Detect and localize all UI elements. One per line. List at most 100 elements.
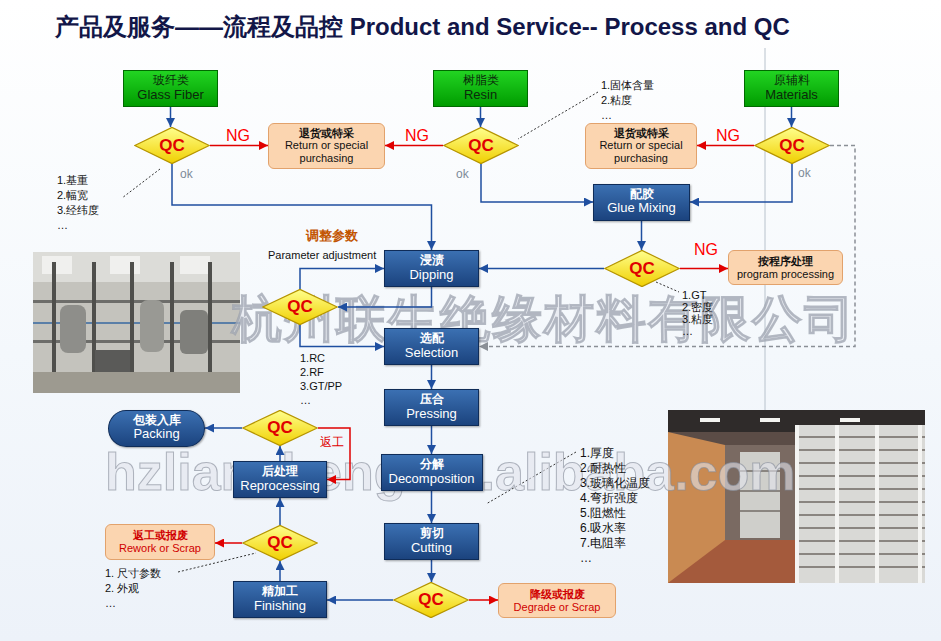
- node-text: Reprocessing: [239, 479, 321, 494]
- flow-arrow: [300, 269, 384, 290]
- node-content: 树脂类Resin: [439, 74, 522, 103]
- check-item: 2.耐热性: [580, 462, 626, 475]
- storage-photo-part: [795, 540, 925, 542]
- process-box: 浸渍Dipping: [384, 250, 479, 287]
- node-text: 配胶: [599, 188, 684, 202]
- flow-arrow: [697, 145, 754, 147]
- flow-arrow: [385, 145, 443, 147]
- process-box: 精加工Finishing: [233, 581, 327, 618]
- node-text: Materials: [750, 88, 833, 103]
- storage-photo-part: [835, 425, 839, 583]
- check-item: 2. 外观: [105, 582, 139, 594]
- factory-photo-part: [33, 372, 240, 393]
- factory-photo: [33, 252, 240, 393]
- node-content: QC: [262, 418, 298, 438]
- node-content: 按程序处理program processing: [735, 255, 836, 280]
- node-text: 按程序处理: [735, 255, 836, 268]
- note-text: Parameter adjustment: [268, 249, 376, 261]
- check-item: 3.经纬度: [57, 204, 99, 216]
- flow-arrow: [279, 446, 281, 461]
- storage-photo-part: [918, 425, 922, 583]
- node-text: 后处理: [239, 465, 321, 479]
- storage-photo-part: [795, 436, 925, 438]
- decision-diamond: QC: [443, 127, 519, 164]
- result-box: 退货或特采Return or special purchasing: [268, 123, 385, 169]
- factory-photo-part: [140, 300, 164, 352]
- terminal-box: 包装入库Packing: [108, 410, 205, 447]
- check-item: 1. 尺寸参数: [105, 567, 161, 579]
- status-note: ok: [798, 167, 811, 180]
- flow-arrow: [338, 287, 432, 307]
- check-item: 1.固体含量: [601, 79, 654, 91]
- storage-photo-part: [795, 566, 925, 568]
- node-text: QC: [413, 590, 449, 610]
- check-item: …: [601, 109, 612, 121]
- storage-photo-part: [795, 553, 925, 555]
- storage-photo-part: [700, 418, 720, 422]
- node-text: Selection: [390, 346, 473, 361]
- edge-label: NG: [716, 127, 740, 145]
- flow-arrow: [479, 146, 855, 347]
- factory-photo-part: [170, 262, 174, 372]
- node-content: 剪切Cutting: [390, 527, 473, 556]
- process-box: 压合Pressing: [384, 389, 479, 426]
- decision-diamond: QC: [604, 250, 680, 287]
- node-content: QC: [262, 533, 298, 553]
- flow-arrow: [205, 427, 242, 429]
- node-text: 压合: [390, 393, 473, 407]
- check-item: 7.电阻率: [580, 537, 626, 550]
- node-content: 退货或特采Return or special purchasing: [592, 127, 690, 165]
- flow-arrow: [327, 599, 393, 601]
- node-text: Degrade or Scrap: [505, 601, 609, 614]
- flow-arrow: [172, 164, 432, 250]
- edge-label: NG: [694, 241, 718, 259]
- factory-photo-part: [42, 256, 72, 274]
- edge-label: NG: [405, 127, 429, 145]
- node-content: 包装入库Packing: [114, 414, 199, 443]
- storage-photo-part: [875, 425, 879, 583]
- node-text: Pressing: [390, 407, 473, 422]
- node-text: QC: [282, 297, 318, 317]
- leader-lines-part: [122, 169, 160, 198]
- flow-arrow: [481, 164, 593, 202]
- node-content: 玻纤类Glass Fiber: [129, 74, 212, 103]
- factory-photo-part: [95, 350, 130, 372]
- node-text: Finishing: [239, 599, 321, 614]
- flow-arrow: [479, 268, 604, 270]
- node-text: Resin: [439, 88, 522, 103]
- node-text: Glue Mixing: [599, 201, 684, 216]
- decision-diamond: QC: [242, 525, 318, 561]
- source-box: 玻纤类Glass Fiber: [123, 70, 218, 107]
- storage-photo-part: [795, 488, 925, 490]
- check-item: 5.阻燃性: [580, 507, 626, 520]
- node-content: 浸渍Dipping: [390, 254, 473, 283]
- status-note: ok: [456, 168, 469, 181]
- flow-arrow: [791, 107, 793, 127]
- flow-arrow: [641, 221, 643, 251]
- node-text: program processing: [735, 268, 836, 281]
- storage-photo-part: [795, 527, 925, 529]
- process-box: 选配Selection: [384, 328, 479, 365]
- storage-photo-part: [795, 514, 925, 516]
- factory-photo-part: [180, 256, 210, 274]
- check-item: 2.RF: [300, 366, 324, 378]
- storage-photo-part: [795, 425, 925, 583]
- node-content: 后处理Reprocessing: [239, 465, 321, 494]
- process-box: 分解Decomposition: [381, 454, 483, 491]
- check-item: …: [105, 597, 116, 609]
- node-text: QC: [154, 136, 190, 156]
- watermark: 杭州联生绝缘材料有限公司: [232, 292, 856, 347]
- diamond-shape: [605, 250, 679, 286]
- decision-diamond: QC: [134, 127, 210, 164]
- storage-photo-part: [795, 462, 925, 464]
- source-box: 树脂类Resin: [433, 70, 528, 107]
- node-text: Return or special purchasing: [275, 139, 378, 164]
- check-item: 1.RC: [300, 352, 325, 364]
- storage-photo-part: [795, 475, 925, 477]
- decision-diamond: QC: [393, 582, 469, 618]
- flow-arrow: [170, 107, 172, 127]
- node-text: Cutting: [390, 541, 473, 556]
- node-text: 返工或报废: [112, 529, 208, 542]
